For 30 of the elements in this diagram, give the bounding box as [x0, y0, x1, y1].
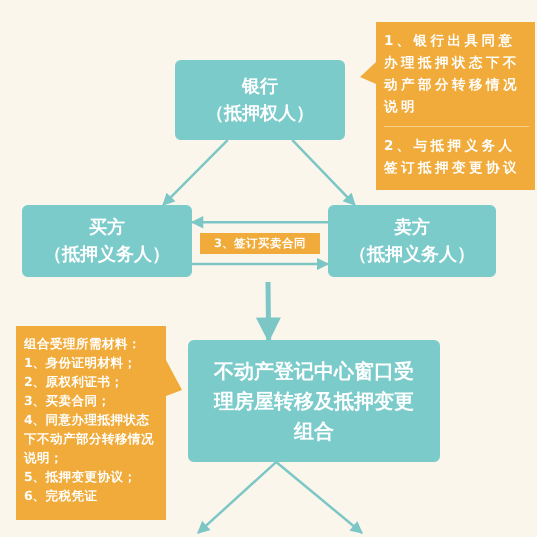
callout-text: 1、银行出具同意办理抵押状态下不动产部分转移情况说明: [384, 32, 521, 117]
process-box: [175, 60, 345, 140]
tag-box: 3、签订买卖合同: [200, 233, 320, 254]
callout-box: [16, 326, 182, 520]
list-item: 2、原权利证书；: [24, 373, 125, 391]
arrow: [192, 258, 330, 270]
list-item: 4、同意办理抵押状态下不动产部分转移情况说明；: [24, 411, 155, 467]
process-box: [188, 340, 440, 462]
arrow: [256, 282, 281, 342]
list-heading: 组合受理所需材料：: [24, 335, 142, 353]
arrow: [190, 216, 328, 229]
list-item: 5、抵押变更协议；: [24, 468, 138, 486]
box-text: （抵押权人）: [206, 102, 314, 126]
box-text: 不动产登记中心窗口受理房屋转移及抵押变更组合: [212, 358, 415, 445]
arrow: [291, 139, 356, 206]
process-box: [328, 205, 496, 277]
box-text: 买方: [89, 216, 125, 240]
box-text: （抵押义务人）: [44, 243, 170, 267]
process-box: [22, 205, 192, 277]
callout-text: 2、与抵押义务人签订抵押变更协议: [384, 137, 521, 178]
box-text: （抵押义务人）: [349, 243, 475, 267]
list-item: 6、完税凭证: [24, 487, 99, 505]
box-text: 卖方: [394, 216, 430, 240]
list-item: 3、买卖合同；: [24, 392, 112, 410]
arrow: [197, 461, 278, 534]
callout-box: [360, 22, 535, 190]
box-text: 银行: [242, 75, 278, 99]
arrow: [275, 461, 363, 534]
list-item: 1、身份证明材料；: [24, 354, 138, 372]
arrow: [162, 139, 229, 206]
